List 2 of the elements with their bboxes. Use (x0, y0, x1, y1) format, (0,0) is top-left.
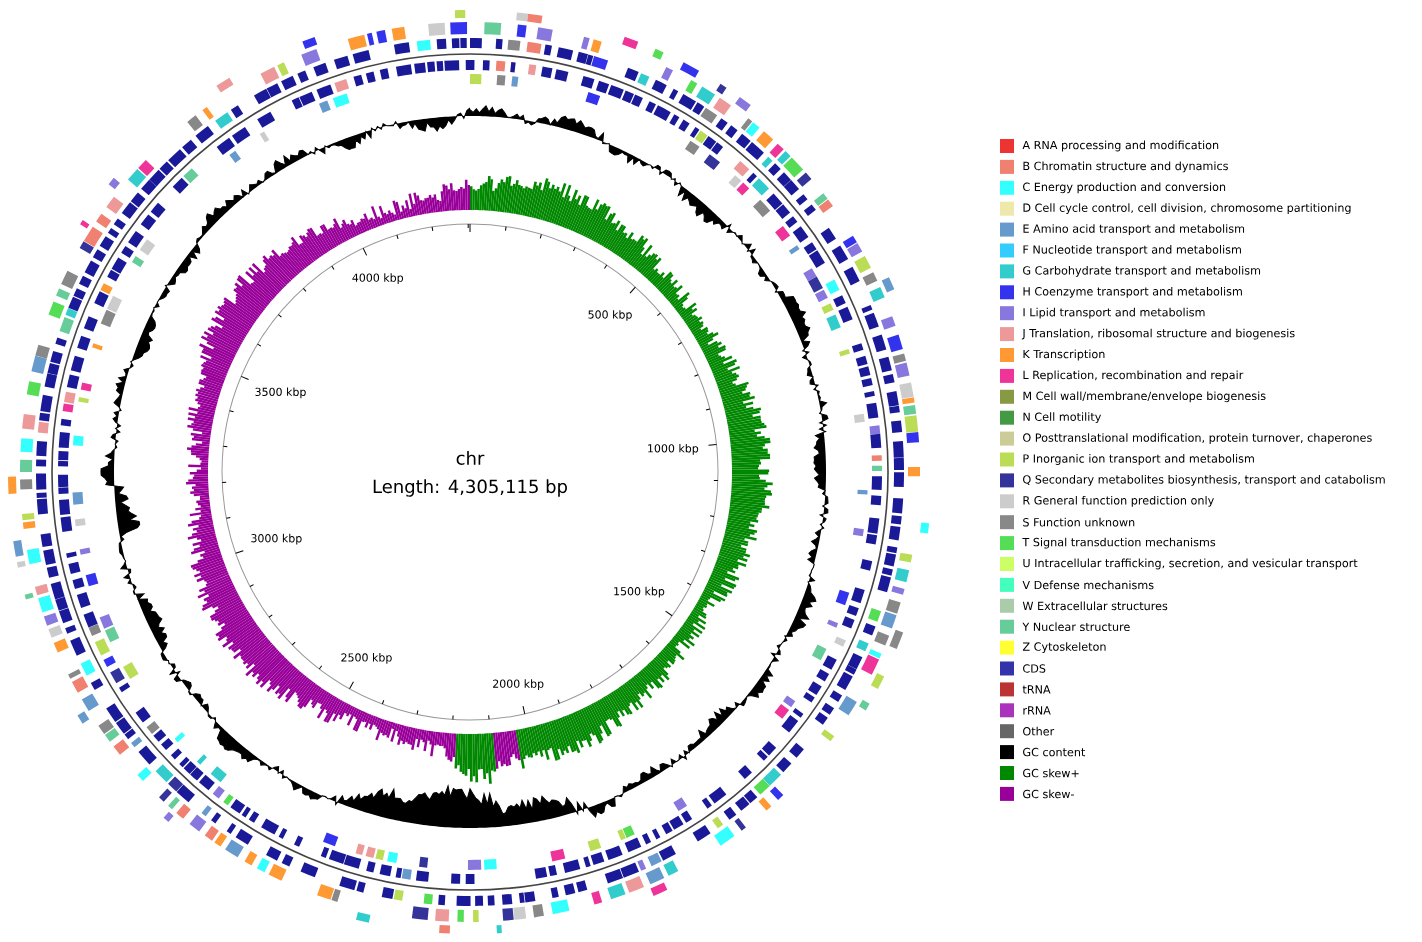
chromosome-name: chr (456, 451, 485, 465)
length-label: Length: 4,305,115 bp (373, 479, 567, 497)
